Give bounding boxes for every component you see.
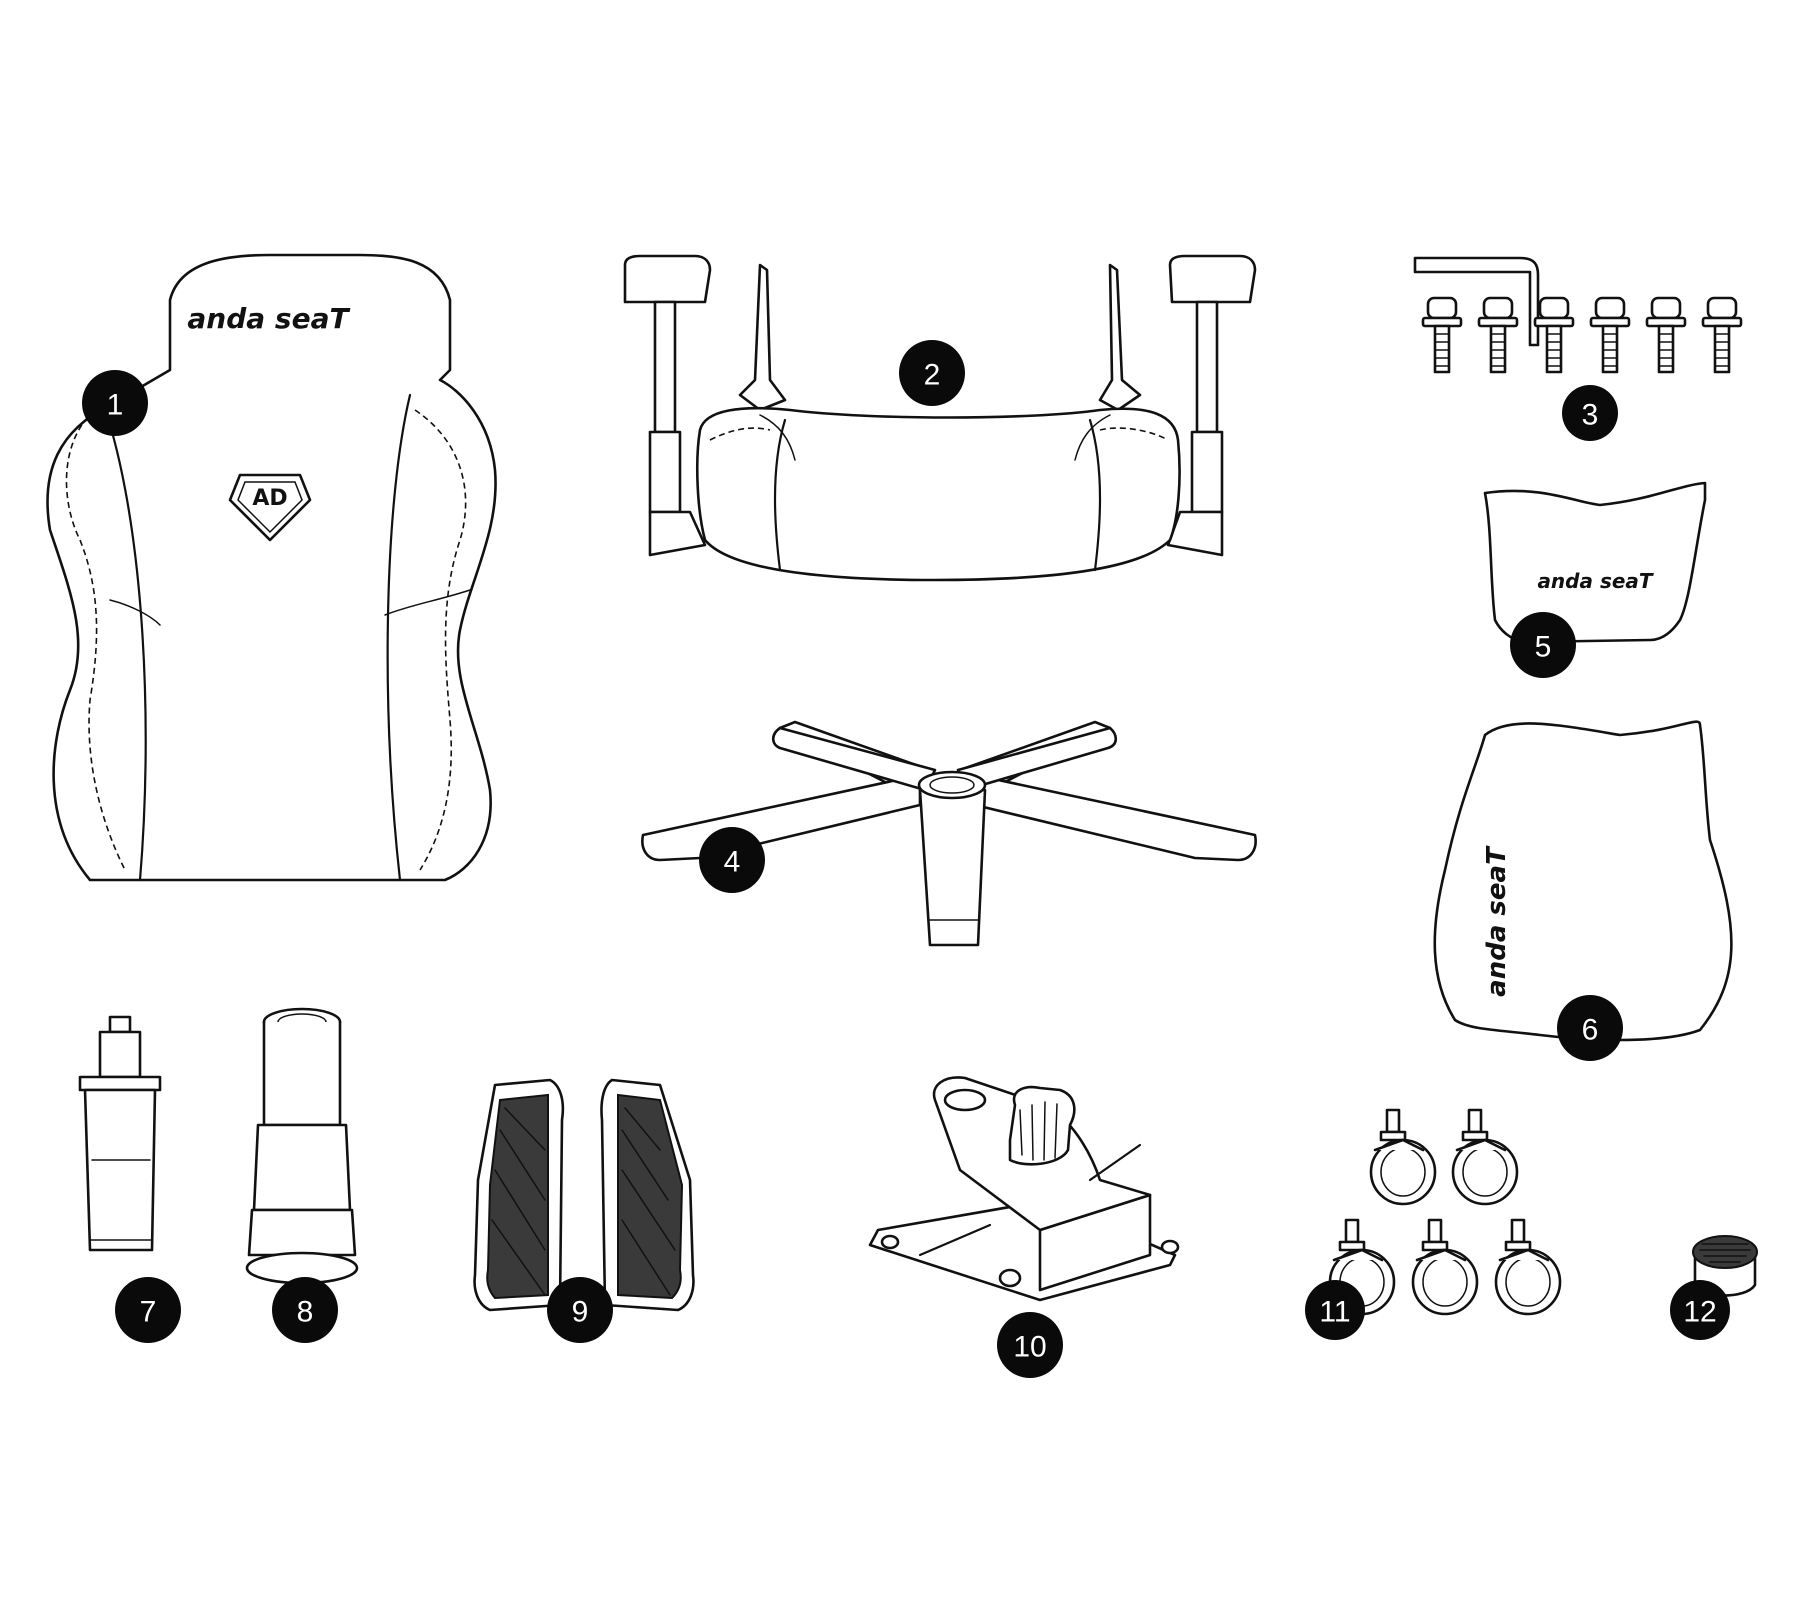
badge-1: 1 xyxy=(82,370,148,436)
seat-with-armrests-part xyxy=(623,254,1257,582)
badge-9: 9 xyxy=(547,1277,613,1343)
gas-lift-part xyxy=(78,1015,162,1252)
badge-11: 11 xyxy=(1305,1280,1365,1340)
caster-icon xyxy=(1411,1218,1479,1316)
screw-icon xyxy=(1645,296,1687,374)
badge-1-label: 1 xyxy=(107,389,124,422)
screw-icon xyxy=(1533,296,1575,374)
badge-5: 5 xyxy=(1510,612,1576,678)
screw-icon xyxy=(1421,296,1463,374)
telescopic-cover-part xyxy=(245,1007,359,1285)
badge-8-label: 8 xyxy=(297,1296,314,1329)
screws-and-hex-key-part xyxy=(1413,256,1743,374)
lumbar-pillow-part: anda seaT xyxy=(1433,720,1733,1042)
lumbar-logo: anda seaT xyxy=(1482,845,1512,997)
caster-icon xyxy=(1369,1108,1437,1206)
headrest-logo: anda seaT xyxy=(1537,569,1653,593)
badge-7-label: 7 xyxy=(140,1296,157,1329)
headrest-pillow-part: anda seaT xyxy=(1483,481,1707,644)
badge-3: 3 xyxy=(1562,385,1618,441)
badge-5-label: 5 xyxy=(1535,631,1552,664)
screw-icon xyxy=(1589,296,1631,374)
caster-icon xyxy=(1451,1108,1519,1206)
badge-10: 10 xyxy=(997,1312,1063,1378)
badge-10-label: 10 xyxy=(1013,1331,1046,1364)
brand-emblem-icon: AD xyxy=(228,473,312,542)
side-pads-part xyxy=(473,1078,695,1312)
backrest-part: anda seaT AD xyxy=(46,253,497,882)
badge-4-label: 4 xyxy=(724,846,741,879)
brand-emblem-text: AD xyxy=(252,486,287,511)
tilt-mechanism-part xyxy=(868,1076,1180,1302)
badge-12-label: 12 xyxy=(1683,1296,1716,1329)
badge-6-label: 6 xyxy=(1582,1014,1599,1047)
backrest-logo: anda seaT xyxy=(187,302,350,335)
badge-4: 4 xyxy=(699,827,765,893)
badge-11-label: 11 xyxy=(1319,1296,1350,1329)
badge-6: 6 xyxy=(1557,995,1623,1061)
badge-9-label: 9 xyxy=(572,1296,589,1329)
badge-3-label: 3 xyxy=(1582,399,1599,432)
casters-part xyxy=(1328,1108,1562,1316)
badge-12: 12 xyxy=(1670,1280,1730,1340)
caster-icon xyxy=(1494,1218,1562,1316)
screw-icon xyxy=(1701,296,1743,374)
badge-2: 2 xyxy=(899,340,965,406)
badge-7: 7 xyxy=(115,1277,181,1343)
badge-8: 8 xyxy=(272,1277,338,1343)
screw-icon xyxy=(1477,296,1519,374)
badge-2-label: 2 xyxy=(924,359,941,392)
